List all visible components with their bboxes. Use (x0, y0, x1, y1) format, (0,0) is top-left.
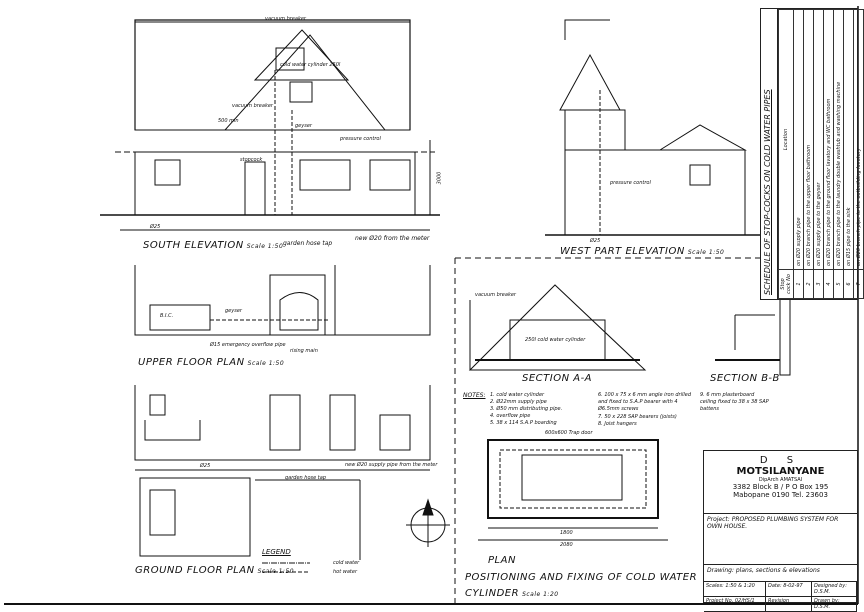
row-no: 6 (843, 269, 854, 299)
row-no: 3 (813, 269, 824, 299)
row-location: on Ø20 branch pipe to the upper floor ba… (803, 9, 814, 270)
date-field: Date: 8-02-97 (766, 582, 812, 597)
label-new-supply: new Ø20 from the meter (355, 235, 430, 242)
firm-qualification: DipArch AMATSAI (758, 477, 803, 483)
label-cylinder-aa: 250l cold water cylinder (525, 337, 586, 343)
label-3000: 3000 (436, 171, 443, 185)
row-no: 1 (793, 269, 804, 299)
legend-cold-water: cold water (333, 560, 360, 566)
label-new-supply-ground: new Ø20 supply pipe from the meter (345, 462, 438, 468)
note-2: 2. Ø22mm supply pipe (490, 399, 547, 405)
plan-title: PLAN (488, 555, 516, 566)
label-garden-hose: garden hose tap (283, 240, 333, 247)
section-aa-title: SECTION A-A (522, 373, 593, 384)
label-vacuum-breaker: vacuum breaker (265, 16, 306, 22)
label-pressure-control: pressure control (340, 136, 381, 142)
note-9: 9. 6 mm plasterboard ceiling fixed to 38… (700, 392, 769, 412)
label-trap-door: 600x600 Trap door (545, 430, 593, 436)
label-vacuum-breaker-2: vacuum breaker (232, 103, 273, 109)
project-field: Project: PROPOSED PLUMBING SYSTEM FOR OW… (704, 514, 857, 565)
header-location: Location (778, 9, 794, 270)
title-block-grid: Scales: 1:50 & 1:20 Date: 8-02-97 Design… (704, 582, 857, 612)
label-d25: Ø25 (150, 224, 161, 230)
label-2080: 2080 (560, 542, 573, 548)
designed-by-field: Designed by: D.S.M. (812, 582, 857, 597)
firm-address-1: 3382 Block B / P O Box 195 (732, 483, 829, 491)
legend-hot-water: hot water (333, 569, 358, 575)
label-garden-hose-ground: garden hose tap (285, 475, 326, 481)
label-geyser-upper: geyser (225, 308, 242, 314)
stop-cock-schedule: SCHEDULE OF STOP-COCKS ON COLD WATER PIP… (760, 8, 864, 300)
row-location: on Ø20 branch pipe to the laundry double… (833, 9, 844, 270)
ground-floor-plan-drawing (134, 385, 431, 560)
label-500min: 500 min (218, 118, 239, 124)
legend-title: LEGEND (262, 548, 291, 556)
note-8: 8. Joist hangers (598, 421, 637, 427)
cylinder-plan-drawing (478, 439, 668, 541)
upper-floor-plan-drawing (134, 265, 431, 336)
note-3: 3. Ø50 mm distributing pipe. (490, 406, 563, 412)
label-cylinder: cold water cylinder 250l (280, 62, 341, 68)
scales-field: Scales: 1:50 & 1:20 (704, 582, 766, 597)
north-arrow (406, 498, 450, 547)
west-elevation-drawing (545, 19, 760, 236)
revision-field: Revision (766, 597, 812, 612)
logo-letters: D S (759, 455, 802, 466)
row-no: 2 (803, 269, 814, 299)
notes-heading: NOTES: (463, 392, 486, 399)
row-location: on Ø20 supply pipe (793, 9, 804, 270)
label-stopcock: stopcock (240, 157, 263, 163)
drawn-by-field: Drawn by: D.S.M. (812, 597, 857, 612)
row-location: on Ø20 supply pipe to the geyser (813, 9, 824, 270)
section-aa-drawing (468, 284, 647, 371)
row-no: 5 (833, 269, 844, 299)
row-location: on Ø20 branch pipe to the outbuilding la… (853, 9, 864, 270)
label-1800: 1800 (560, 530, 573, 536)
label-bic: B.I.C. (160, 313, 174, 319)
project-no-field: Project No. 02/HS/1 (704, 597, 766, 612)
label-pressure-control-west: pressure control (610, 180, 651, 186)
schedule-title: SCHEDULE OF STOP-COCKS ON COLD WATER PIP… (761, 9, 778, 299)
south-elevation-drawing (100, 19, 440, 231)
row-no: 4 (823, 269, 834, 299)
header-no: Stop cock No (778, 269, 794, 299)
title-block: D S MOTSILANYANE DipArch AMATSAI 3382 Bl… (703, 450, 858, 612)
firm-name: MOTSILANYANE (736, 466, 825, 477)
note-4: 4. overflow pipe (490, 413, 531, 419)
row-location: on Ø15 pipe to the sink (843, 9, 854, 270)
row-location: on Ø20 branch pipe to the ground floor l… (823, 9, 834, 270)
firm-address-2: Mabopane 0190 Tel. 23603 (733, 491, 828, 499)
note-7: 7. 50 x 228 SAP bearers (joists) (598, 414, 677, 420)
label-d25-west: Ø25 (590, 238, 601, 244)
label-rising-main: rising main (290, 348, 318, 354)
cylinder-title-line1: POSITIONING AND FIXING OF COLD WATER (465, 572, 698, 583)
drawing-field: Drawing: plans, sections & elevations (704, 565, 857, 582)
row-no: 7 (853, 269, 864, 299)
label-overflow: Ø15 emergency overflow pipe (210, 342, 286, 348)
label-d25-ground: Ø25 (200, 463, 211, 469)
label-geyser: geyser (295, 123, 312, 129)
note-1: 1. cold water cylinder (490, 392, 545, 398)
label-vacuum-breaker-aa: vacuum breaker (475, 292, 516, 298)
note-6: 6. 100 x 75 x 6 mm angle iron drilled an… (598, 392, 692, 412)
firm-logo: D S MOTSILANYANE DipArch AMATSAI 3382 Bl… (704, 451, 857, 514)
section-bb-title: SECTION B-B (710, 373, 780, 384)
note-5: 5. 38 x 114 S.A.P boarding (490, 420, 557, 426)
section-bb-drawing (715, 294, 791, 376)
